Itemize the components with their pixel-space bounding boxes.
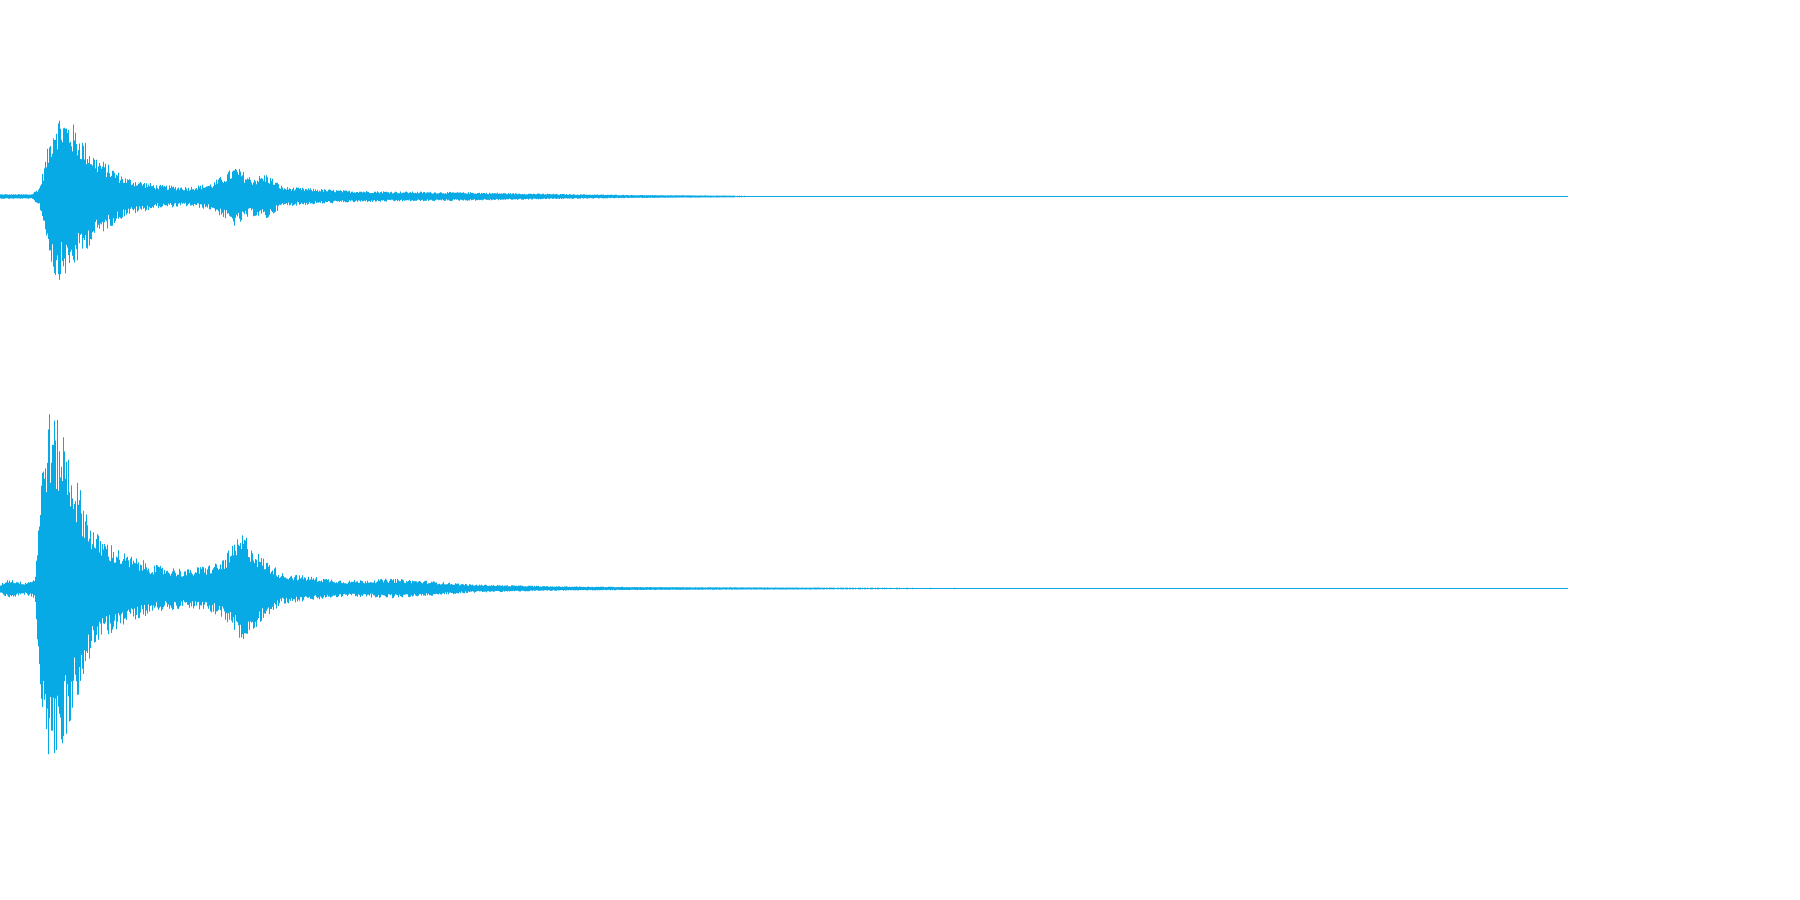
waveform-trace (0, 414, 955, 755)
channel-1-waveform (0, 0, 1800, 392)
channel-1-wave-svg (0, 120, 1568, 280)
channel-2-wave-svg (0, 414, 1568, 755)
channel-2-waveform (0, 392, 1800, 784)
waveform-trace (0, 120, 745, 280)
